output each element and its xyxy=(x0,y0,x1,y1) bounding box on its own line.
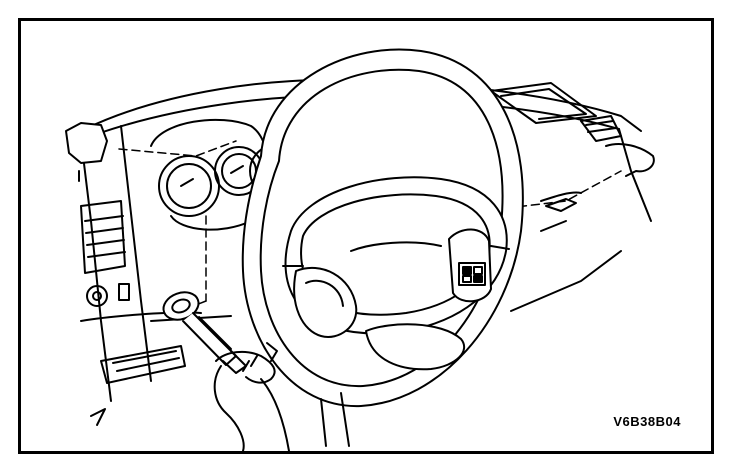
lower-dash xyxy=(90,250,622,447)
wrench-tool xyxy=(162,291,247,374)
left-trim xyxy=(65,122,108,182)
left-air-vent xyxy=(80,200,126,274)
figure-code: V6B38B04 xyxy=(613,414,681,429)
steering-wheel-removal-illustration xyxy=(65,48,655,451)
hand xyxy=(213,342,290,451)
right-trim xyxy=(540,115,655,232)
illustration-frame: V6B38B04 xyxy=(18,18,714,454)
steering-wheel xyxy=(241,48,524,408)
